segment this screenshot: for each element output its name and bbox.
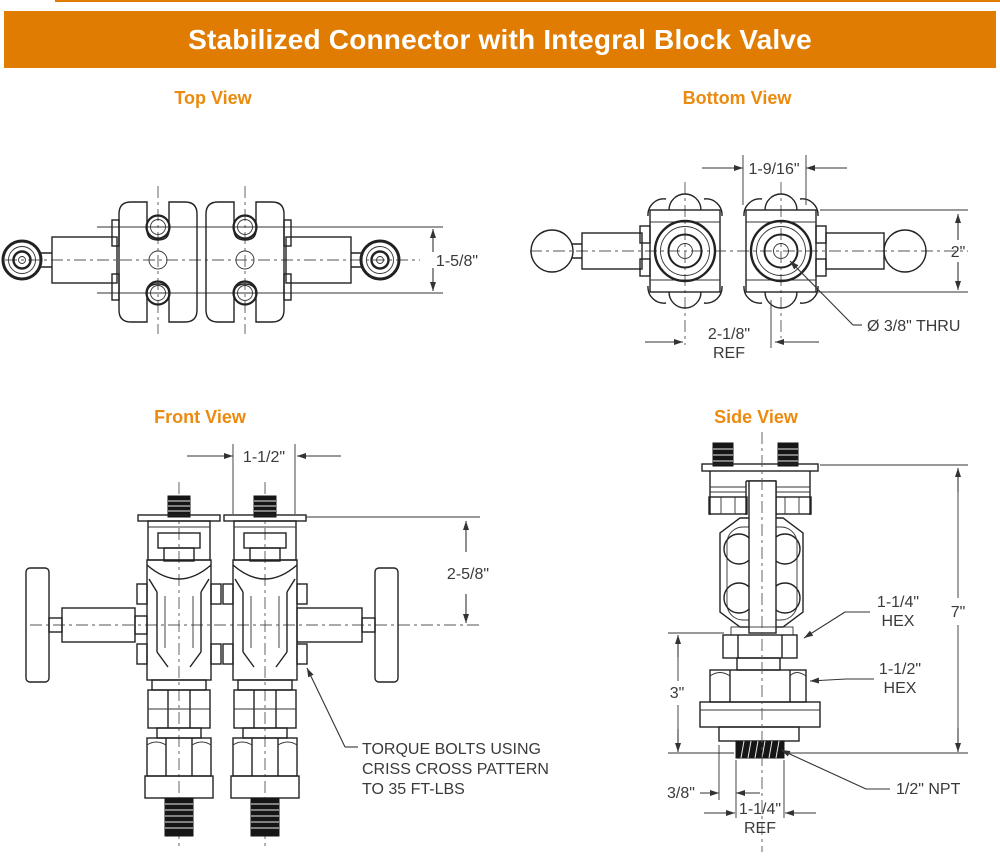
dim-label-2-5-8: 2-5/8" — [447, 566, 489, 583]
dim-label-ref: REF — [713, 345, 745, 362]
hex2-label: 1-1/2" — [879, 661, 921, 678]
dim-label-3: 3" — [670, 685, 685, 702]
dimension-bottom-ref: 2-1/8" REF — [645, 300, 819, 362]
npt-label: 1/2" NPT — [896, 781, 961, 798]
dimension-bottom-width: 1-9/16" — [702, 155, 847, 205]
dimension-side-overall: 7" — [668, 464, 968, 754]
top-bolt-circles — [145, 214, 258, 306]
annotation-npt: 1/2" NPT — [780, 749, 961, 798]
dimension-top-height: 1-5/8" — [430, 229, 478, 291]
side-hex-1-1-4 — [722, 634, 798, 659]
dimension-front-height: 2-5/8" — [306, 516, 489, 623]
dimension-front-width: 1-1/2" — [187, 444, 341, 514]
top-accent-rule — [55, 0, 1000, 2]
dim-label-1-9-16: 1-9/16" — [748, 161, 799, 178]
side-view-heading: Side View — [714, 407, 798, 427]
thru-hole-label: Ø 3/8" THRU — [867, 318, 960, 335]
dim-label-2: 2" — [951, 244, 966, 261]
dim-label-3-8: 3/8" — [667, 785, 695, 802]
top-left-stem — [51, 236, 118, 284]
dim-label-1-1-4-ref: 1-1/4" — [739, 801, 781, 818]
torque-note-line1: TORQUE BOLTS USING — [362, 741, 541, 758]
front-right-handle — [296, 567, 399, 683]
side-lower-stack — [699, 626, 821, 759]
dim-label-1-5-8: 1-5/8" — [436, 253, 478, 270]
top-view-heading: Top View — [174, 88, 252, 108]
top-right-knob — [359, 239, 401, 281]
top-left-knob — [1, 239, 43, 281]
annotation-hex-1-1-2: 1-1/2" HEX — [809, 661, 921, 697]
bottom-view-drawing: 1-9/16" 2" 2-1/8" REF Ø 3/8" THRU — [530, 155, 968, 362]
dimension-side-ref: 1-1/4" REF — [704, 801, 816, 837]
side-npt-thread — [735, 740, 785, 759]
side-flange-body — [719, 480, 804, 634]
side-top-plate — [701, 463, 819, 472]
top-view-drawing: 1-5/8" — [1, 186, 478, 334]
bottom-right-ball-handle — [883, 229, 927, 273]
title-banner: Stabilized Connector with Integral Block… — [4, 11, 996, 68]
annotation-hex-1-1-4: 1-1/4" HEX — [803, 594, 919, 639]
dim-label-ref2: REF — [744, 820, 776, 837]
hex1-unit-label: HEX — [882, 613, 915, 630]
top-right-block — [205, 201, 285, 323]
torque-note-line2: CRISS CROSS PATTERN — [362, 761, 549, 778]
bottom-left-block — [647, 193, 723, 309]
bottom-right-block — [743, 193, 819, 309]
front-view-heading: Front View — [154, 407, 246, 427]
top-left-block — [118, 201, 198, 323]
dim-label-1-1-2: 1-1/2" — [243, 449, 285, 466]
page-title: Stabilized Connector with Integral Block… — [188, 23, 812, 55]
torque-note-line3: TO 35 FT-LBS — [362, 781, 465, 798]
side-stem-channel — [748, 480, 777, 634]
hex1-label: 1-1/4" — [877, 594, 919, 611]
front-view-drawing: 1-1/2" 2-5/8" TORQUE BOLTS USING CRISS C… — [25, 444, 549, 848]
top-right-stem — [285, 236, 352, 284]
annotation-thru-hole: Ø 3/8" THRU — [789, 260, 960, 335]
bottom-left-ball-handle — [530, 229, 574, 273]
annotation-torque-note: TORQUE BOLTS USING CRISS CROSS PATTERN T… — [306, 667, 549, 798]
dimension-side-offset: 3/8" — [667, 745, 785, 818]
bottom-view-heading: Bottom View — [682, 88, 792, 108]
dimension-bottom-height: 2" — [818, 209, 968, 293]
dim-label-2-1-8: 2-1/8" — [708, 326, 750, 343]
dimension-side-lower: 3" — [668, 632, 724, 752]
bottom-left-stem — [581, 232, 643, 270]
front-left-handle — [25, 567, 148, 683]
hex2-unit-label: HEX — [884, 680, 917, 697]
dim-label-7: 7" — [951, 604, 966, 621]
side-view-drawing: 7" 3" 1-1/4" HEX 1-1/2" HEX 1/2" N — [667, 432, 968, 852]
